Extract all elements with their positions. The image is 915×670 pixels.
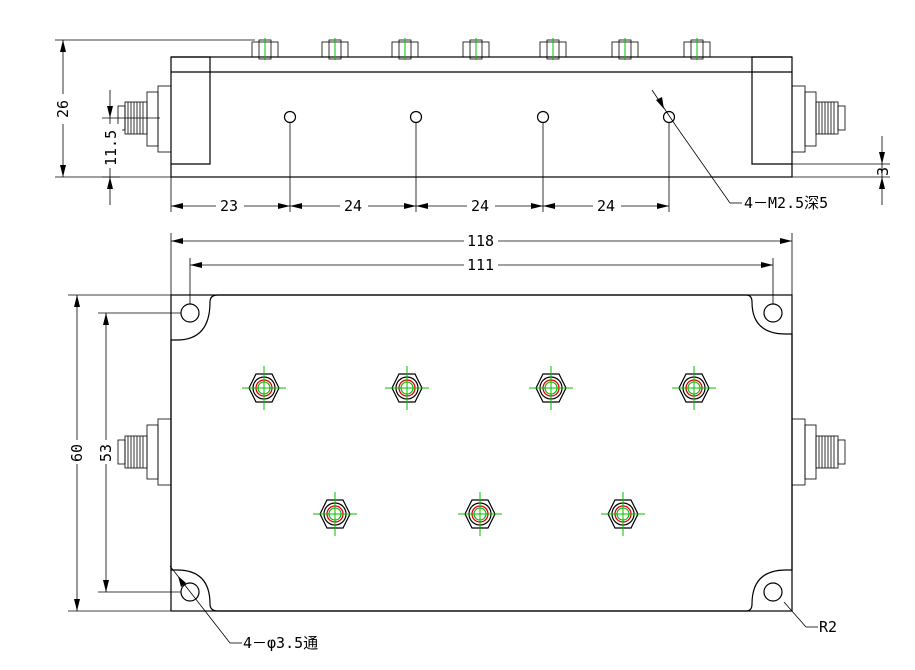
mount-hole-top-left: [180, 303, 200, 323]
dim-height-total-text: 26: [54, 100, 72, 118]
dim-hole-pitch-y-text: 53: [97, 444, 115, 462]
callout-corner-radius: R2: [783, 601, 837, 636]
callout-side-holes-text: 4－M2.5深5: [744, 194, 828, 212]
callout-mount-holes-text: 4－φ3.5通: [243, 634, 318, 652]
dim-connector-height: 11.5: [100, 90, 160, 205]
callout-side-holes: 4－M2.5深5: [651, 89, 828, 212]
dim-hole-pitch-x: 111: [189, 256, 774, 304]
mount-hole-bottom-right: [763, 582, 783, 602]
tuning-screw-6: [458, 492, 502, 536]
mount-hole-top-right: [763, 303, 783, 323]
side-screw-4: [462, 38, 490, 60]
dim-height-total: 26: [52, 39, 255, 178]
dim-spacing-2-text: 24: [471, 197, 489, 215]
tuning-screw-3: [529, 366, 573, 410]
mounting-holes: [180, 303, 783, 602]
dim-spacing-1-text: 24: [344, 197, 362, 215]
side-left-step: [171, 56, 211, 165]
callout-corner-radius-text: R2: [819, 618, 837, 636]
dim-hole-pitch-y: 53: [95, 312, 181, 593]
side-screw-1: [251, 38, 279, 60]
dim-overall-width: 60: [66, 294, 171, 612]
side-hole-1: [283, 110, 297, 124]
tuning-screw-2: [385, 366, 429, 410]
side-screw-6: [611, 38, 639, 60]
dim-hole-spacing: 23 24 24 24: [170, 177, 669, 215]
dim-hole-pitch-x-text: 111: [467, 256, 494, 274]
side-view: 26 11.5 3: [52, 38, 892, 215]
top-right-sma-connector: [791, 418, 846, 486]
side-screw-2: [321, 38, 349, 60]
dim-bottom-offset: 3: [792, 136, 892, 205]
dim-bottom-offset-text: 3: [874, 167, 892, 176]
top-left-sma-connector: [117, 418, 172, 486]
side-screw-5: [539, 38, 567, 60]
top-lid-outline: [170, 294, 793, 612]
dim-spacing-3-text: 24: [597, 197, 615, 215]
dim-spacing-first-text: 23: [220, 197, 238, 215]
tuning-screw-5: [313, 492, 357, 536]
tuning-screw-4: [672, 366, 716, 410]
side-right-step: [751, 56, 792, 165]
side-holes: [283, 110, 676, 212]
side-hole-3: [536, 110, 550, 124]
side-screw-3: [391, 38, 419, 60]
dim-connector-height-text: 11.5: [102, 130, 120, 166]
tuning-screws-top-view: [242, 366, 716, 536]
tuning-screw-7: [601, 492, 645, 536]
side-left-sma-connector: [117, 85, 172, 153]
top-body-outline: [170, 294, 793, 612]
side-hole-2: [409, 110, 423, 124]
callout-mount-holes: 4－φ3.5通: [169, 565, 318, 652]
dim-overall-length: 118: [170, 232, 793, 295]
side-right-sma-connector: [791, 85, 846, 153]
dim-overall-length-text: 118: [467, 232, 494, 250]
side-screw-7: [683, 38, 711, 60]
dim-overall-width-text: 60: [68, 444, 86, 462]
tuning-screw-1: [242, 366, 286, 410]
side-tuning-screws: [251, 38, 711, 60]
top-view: 118 111 60: [66, 232, 846, 652]
